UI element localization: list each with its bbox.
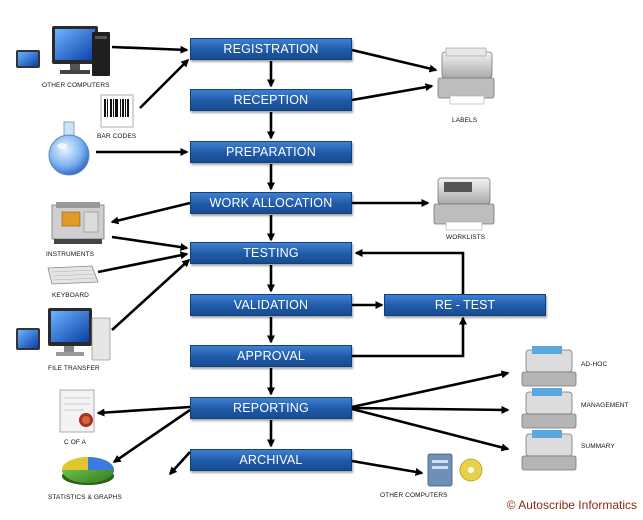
management-printer-icon <box>521 388 577 429</box>
label-other-computers-out: OTHER COMPUTERS <box>380 492 448 499</box>
stage-registration: REGISTRATION <box>190 38 352 60</box>
stage-reception-label: RECEPTION <box>233 93 309 107</box>
flask-icon <box>48 121 90 176</box>
stage-approval-label: APPROVAL <box>236 349 306 363</box>
label-worklists: WORKLISTS <box>446 234 486 241</box>
label-statistics-graphs: STATISTICS & GRAPHS <box>48 494 122 501</box>
stage-reporting-label: REPORTING <box>233 401 309 415</box>
arrow-retest-testing <box>354 249 465 294</box>
arrow-approval-retest <box>352 316 467 358</box>
arrow-other-computers-registration <box>111 45 189 54</box>
label-ad-hoc: AD-HOC <box>581 361 608 368</box>
arrow-registration-labels <box>351 48 438 73</box>
arrow-file-transfer-testing <box>111 258 191 331</box>
arrow-reporting-summary <box>351 407 510 452</box>
stage-testing-label: TESTING <box>243 246 299 260</box>
flow-arrows <box>96 45 510 476</box>
label-management: MANAGEMENT <box>581 402 629 409</box>
label-c-of-a: C OF A <box>64 439 86 446</box>
stage-retest: RE - TEST <box>384 294 546 316</box>
certificate-icon <box>59 389 95 433</box>
label-file-transfer: FILE TRANSFER <box>48 365 100 372</box>
label-other-computers-in: OTHER COMPUTERS <box>42 82 110 89</box>
stage-work-allocation: WORK ALLOCATION <box>190 192 352 214</box>
arrow-instruments-testing <box>111 235 189 252</box>
worklists-printer-icon <box>433 177 495 231</box>
arrow-reception-labels <box>351 83 434 102</box>
arrow-reporting-statistics <box>112 408 191 464</box>
label-keyboard: KEYBOARD <box>52 292 89 299</box>
label-instruments: INSTRUMENTS <box>46 251 95 258</box>
stage-registration-label: REGISTRATION <box>223 42 319 56</box>
stage-validation: VALIDATION <box>190 294 352 316</box>
summary-printer-icon <box>521 430 577 471</box>
stage-approval: APPROVAL <box>190 345 352 367</box>
file-transfer-icon <box>16 308 111 361</box>
keyboard-icon <box>47 265 99 285</box>
labels-printer-icon <box>437 47 495 105</box>
stage-testing: TESTING <box>190 242 352 264</box>
adhoc-printer-icon <box>521 346 577 387</box>
arrow-work-allocation-instruments <box>110 201 191 225</box>
arrow-reporting-adhoc <box>351 370 510 409</box>
stage-archival: ARCHIVAL <box>190 449 352 471</box>
stage-preparation: PREPARATION <box>190 141 352 163</box>
arrow-reporting-management <box>351 405 510 414</box>
server-disc-icon <box>427 453 483 487</box>
monitor-icon <box>16 26 110 76</box>
label-summary: SUMMARY <box>581 443 615 450</box>
instrument-icon <box>51 202 105 244</box>
stage-reporting: REPORTING <box>190 397 352 419</box>
arrow-archival-statistics <box>168 451 191 476</box>
copyright-notice: © Autoscribe Informatics <box>506 498 637 512</box>
stage-retest-label: RE - TEST <box>434 298 496 312</box>
stage-validation-label: VALIDATION <box>233 298 309 312</box>
stage-reception: RECEPTION <box>190 89 352 111</box>
arrow-archival-other-computers <box>351 459 424 476</box>
arrow-reporting-cofa <box>96 405 191 417</box>
stage-preparation-label: PREPARATION <box>226 145 316 159</box>
stage-archival-label: ARCHIVAL <box>239 453 303 467</box>
pie-chart-icon <box>62 457 114 485</box>
arrow-barcodes-registration <box>139 58 190 109</box>
arrow-keyboard-testing <box>97 251 189 274</box>
label-bar-codes: BAR CODES <box>97 133 137 140</box>
label-labels: LABELS <box>452 117 478 124</box>
barcode-icon <box>100 94 134 128</box>
stage-work-allocation-label: WORK ALLOCATION <box>209 196 333 210</box>
